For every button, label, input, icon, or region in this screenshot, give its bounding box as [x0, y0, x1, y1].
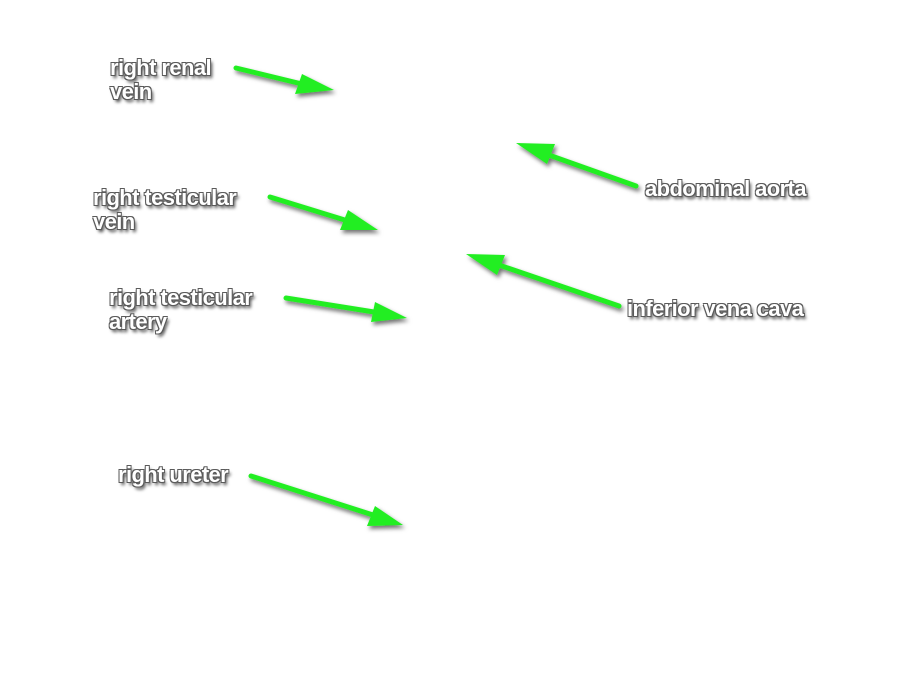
arrow-icon	[543, 151, 639, 189]
arrow-inferior-vena-cava	[466, 254, 622, 309]
arrow-head-icon	[340, 210, 378, 230]
arrow-icon	[233, 65, 305, 87]
label-line: artery	[109, 309, 167, 334]
label-line: right testicular	[109, 285, 253, 310]
arrow-head-icon	[367, 506, 403, 526]
label-line: abdominal aorta	[645, 176, 807, 201]
arrow-head-icon	[466, 254, 505, 275]
arrow-icon	[283, 295, 377, 315]
arrow-right-testicular-artery	[283, 295, 407, 322]
label-right-ureter: right ureter	[118, 462, 229, 487]
arrow-head-icon	[371, 302, 407, 322]
label-right-renal-vein: right renal vein	[110, 55, 212, 104]
arrow-right-testicular-vein	[267, 194, 378, 230]
arrow-icon	[493, 261, 622, 309]
arrow-head-icon	[295, 74, 334, 94]
arrow-head-icon	[516, 143, 555, 164]
label-line: right renal	[110, 55, 212, 80]
label-abdominal-aorta: abdominal aorta	[645, 176, 807, 201]
label-line: inferior vena cava	[627, 296, 804, 321]
label-right-testicular-artery: right testicular artery	[109, 285, 253, 334]
label-line: right ureter	[118, 462, 229, 487]
label-inferior-vena-cava: inferior vena cava	[627, 296, 804, 321]
arrow-icon	[267, 194, 351, 224]
arrow-right-renal-vein	[233, 65, 334, 94]
label-line: right testicular	[93, 185, 237, 210]
arrow-right-ureter	[248, 473, 403, 526]
arrow-icon	[248, 473, 376, 518]
label-line: vein	[93, 209, 135, 234]
arrow-abdominal-aorta	[516, 143, 639, 189]
label-right-testicular-vein: right testicular vein	[93, 185, 237, 234]
label-line: vein	[110, 79, 152, 104]
